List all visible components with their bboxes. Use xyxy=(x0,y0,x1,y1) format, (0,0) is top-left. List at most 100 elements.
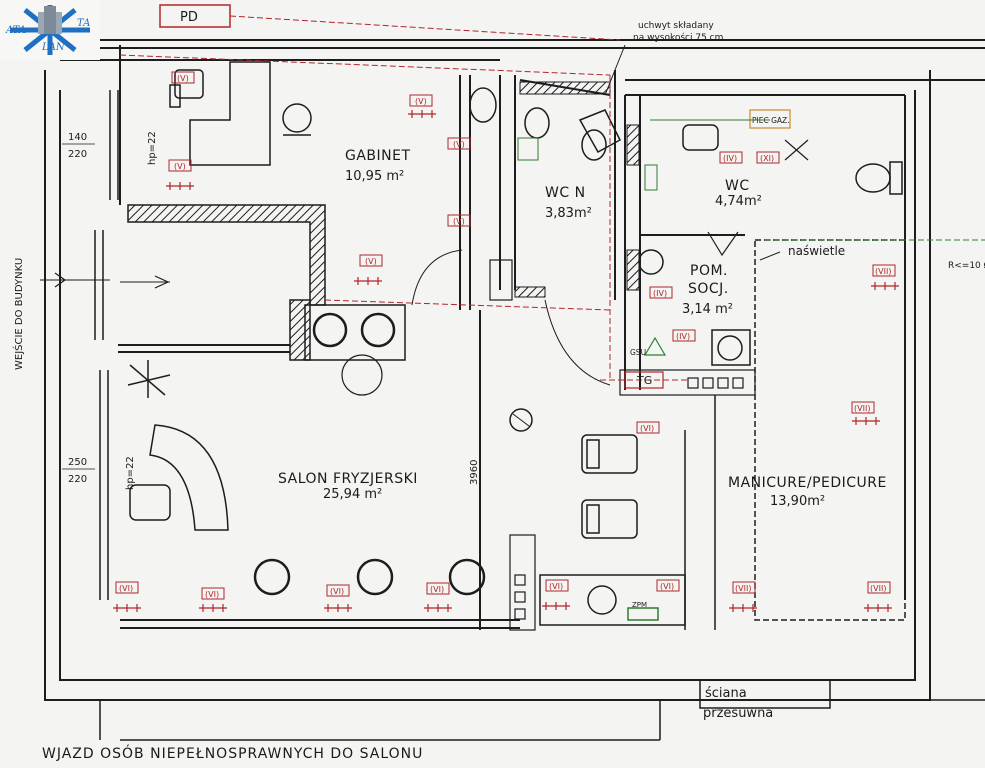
tag-v-5: (V) xyxy=(365,257,377,266)
tag-vi-2: (VI) xyxy=(119,584,133,593)
room-pom-line1: POM. xyxy=(690,263,728,279)
dim-220b: 220 xyxy=(68,474,87,485)
gabinet-sink xyxy=(469,87,497,123)
tag-vii-3: (VII) xyxy=(735,584,751,593)
wc-vent-line-2 xyxy=(784,139,809,161)
tag-vi-1: (VI) xyxy=(640,424,654,433)
tag-vi-3: (VI) xyxy=(205,590,219,599)
company-logo: ATA TA LAN xyxy=(0,0,100,60)
pd-label: PD xyxy=(180,10,198,25)
sciana-line1: ściana xyxy=(705,686,747,701)
room-manicure-name: MANICURE/PEDICURE xyxy=(728,475,887,491)
tag-vi-4: (VI) xyxy=(330,587,344,596)
gabinet-door-arc xyxy=(411,249,463,306)
room-salon-name: SALON FRYZJERSKI xyxy=(278,471,418,487)
naswietle-pointer xyxy=(759,251,781,261)
sciana-line2: przesuwna xyxy=(703,706,773,721)
red-dashed-lines xyxy=(119,54,690,381)
dim-3960: 3960 xyxy=(469,460,480,485)
bottom-cabinet xyxy=(539,574,686,626)
floor-drain xyxy=(509,408,533,432)
floor-drain-mark xyxy=(512,413,530,427)
bottom-outer-lines xyxy=(99,699,985,741)
gabinet-chairs xyxy=(169,69,312,136)
sciana-box xyxy=(699,679,831,709)
green-pipes xyxy=(517,119,770,191)
tag-xi: (XI) xyxy=(760,154,774,163)
logo-left: ATA xyxy=(5,25,26,36)
pom-sink xyxy=(717,335,743,361)
uchwyt-line2: na wysokości 75 cm xyxy=(633,32,723,43)
pedicure-chairs xyxy=(581,434,638,539)
wcn-toilet-tank xyxy=(578,109,621,154)
outlet-symbols xyxy=(113,110,899,612)
tg-label: TG xyxy=(636,374,652,387)
room-gabinet-name: GABINET xyxy=(345,148,411,164)
entrance-arrow-head-2 xyxy=(154,275,170,289)
room-wc-area: 4,74m² xyxy=(715,194,762,209)
gabinet-desk xyxy=(189,61,271,166)
room-wcn-area: 3,83m² xyxy=(545,206,592,221)
room-pom-line2: SOCJ. xyxy=(688,281,729,297)
salon-chairs xyxy=(253,312,486,596)
piec-gaz-box xyxy=(749,109,791,129)
tag-vi-5: (VI) xyxy=(430,585,444,594)
logo-graphic: ATA TA LAN xyxy=(5,5,90,55)
tag-vii-1: (VII) xyxy=(875,267,891,276)
room-salon-area: 25,94 m² xyxy=(323,487,382,502)
tag-v-1: (V) xyxy=(177,74,189,83)
zpm-box xyxy=(627,607,659,621)
tag-v-2: (V) xyxy=(415,97,427,106)
uchwyt-pointer xyxy=(604,44,626,96)
dim-220a: 220 xyxy=(68,149,87,160)
wcn-toilet xyxy=(581,129,607,161)
room-wcn-name: WC N xyxy=(545,185,586,201)
tag-vi-6: (VI) xyxy=(549,582,563,591)
reception-desk xyxy=(127,360,229,531)
gsu-triangle xyxy=(643,336,667,356)
piec-gaz-label: PIEC GAZ. xyxy=(752,116,790,125)
tag-v-4: (V) xyxy=(453,217,465,226)
tag-iv-2: (IV) xyxy=(653,289,667,298)
pom-counter xyxy=(619,369,756,396)
left-window-strips xyxy=(94,90,119,600)
bottom-sink xyxy=(587,585,617,615)
red-dashed-top xyxy=(229,15,621,41)
salon-partitions xyxy=(118,310,520,630)
shaft xyxy=(489,259,513,301)
tag-vii-2: (VII) xyxy=(854,404,870,413)
gsu-label: GSU xyxy=(630,348,646,357)
pom-hatched-wall xyxy=(626,249,640,291)
uchwyt-line1: uchwyt składany xyxy=(638,21,714,31)
room-manicure-area: 13,90m² xyxy=(770,494,825,509)
outer-walls xyxy=(44,39,985,701)
turn-circle xyxy=(341,354,383,396)
hp-top: hp=22 xyxy=(147,131,158,165)
tag-v-6: (V) xyxy=(174,162,186,171)
pom-door-swing xyxy=(707,231,739,257)
pom-sink-box xyxy=(711,329,751,366)
zpm-label: ZPM xyxy=(632,601,647,609)
entrance-arrow-head xyxy=(54,272,67,288)
dim-250: 250 xyxy=(68,457,87,468)
wc-toilet-tank xyxy=(889,161,903,195)
dim-140: 140 xyxy=(68,132,87,143)
logo-right: TA xyxy=(77,18,90,29)
wcn-hatched-top xyxy=(519,81,611,95)
tag-vii-4: (VII) xyxy=(870,584,886,593)
naswietle-label: naświetle xyxy=(788,244,845,258)
wcn-hatched-bottom xyxy=(514,286,546,298)
tag-iv-3: (IV) xyxy=(676,332,690,341)
column-squares xyxy=(509,377,744,631)
r-value-label: R<=10 Ω xyxy=(948,261,985,271)
wash-unit xyxy=(304,304,406,361)
electrical-tags xyxy=(115,71,896,600)
wc-hatched-wall xyxy=(626,124,640,166)
wc-sink xyxy=(682,124,719,151)
tag-v-3: (V) xyxy=(453,140,465,149)
hp-bottom: hp=22 xyxy=(125,456,136,490)
wcn-door-arc xyxy=(544,299,611,386)
room-gabinet-area: 10,95 m² xyxy=(345,169,404,184)
